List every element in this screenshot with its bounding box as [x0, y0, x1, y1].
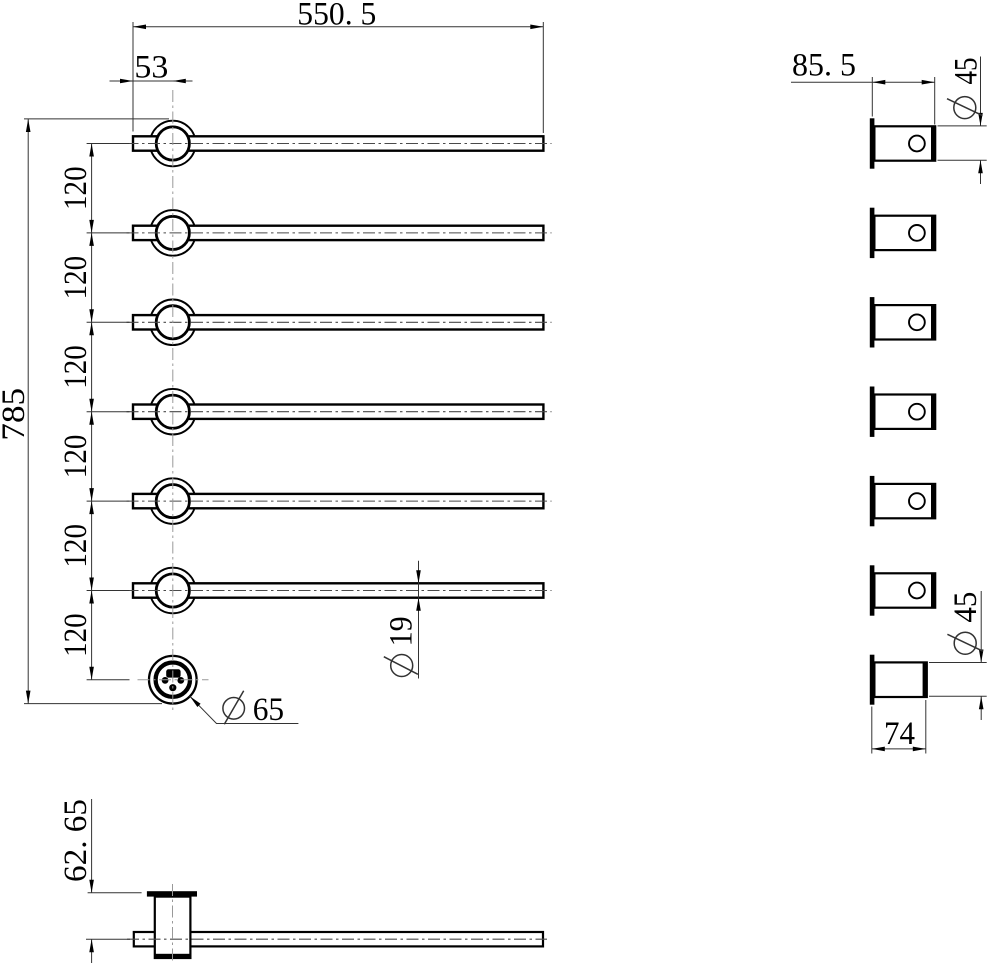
svg-text:85. 5: 85. 5	[792, 47, 856, 83]
svg-text:120: 120	[58, 613, 94, 657]
svg-text:45: 45	[948, 592, 984, 623]
svg-text:120: 120	[58, 345, 94, 389]
svg-text:65: 65	[253, 692, 284, 728]
svg-text:550. 5: 550. 5	[297, 0, 376, 32]
svg-text:120: 120	[58, 435, 94, 479]
svg-text:53: 53	[134, 49, 168, 85]
svg-text:785: 785	[0, 388, 32, 441]
svg-text:120: 120	[58, 524, 94, 568]
svg-text:120: 120	[58, 166, 94, 210]
svg-text:74: 74	[884, 716, 915, 752]
svg-text:19: 19	[384, 616, 420, 646]
svg-text:120: 120	[58, 256, 94, 300]
svg-text:62. 65: 62. 65	[58, 799, 94, 882]
svg-text:45: 45	[948, 58, 984, 85]
